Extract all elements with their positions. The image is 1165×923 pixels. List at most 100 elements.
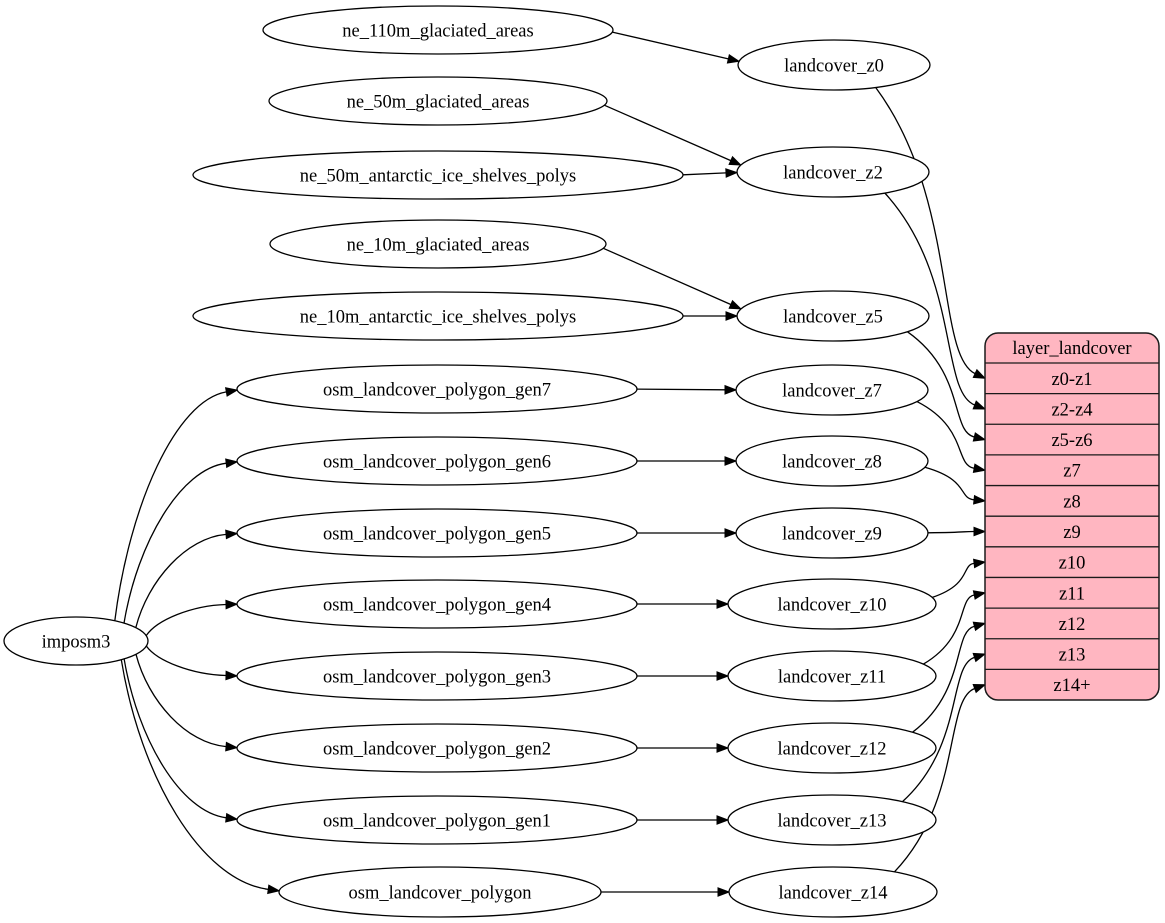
node-ellipse xyxy=(728,866,938,918)
node-ellipse xyxy=(735,507,929,559)
edge-path xyxy=(603,247,732,306)
node-label-landcover_z7: landcover_z7 xyxy=(782,382,882,402)
node-landcover_z13: landcover_z13 xyxy=(727,794,937,846)
node-label-osm_landcover_polygon_gen3: osm_landcover_polygon_gen3 xyxy=(323,668,551,688)
edge-path xyxy=(927,530,975,534)
node-landcover_z10: landcover_z10 xyxy=(727,578,937,630)
node-osm_landcover_polygon_gen1: osm_landcover_polygon_gen1 xyxy=(236,795,638,845)
arrowhead-icon xyxy=(225,599,239,610)
node-label-osm_landcover_polygon_gen4: osm_landcover_polygon_gen4 xyxy=(323,596,551,616)
node-ellipse xyxy=(236,579,638,629)
edge-landcover_z0-to-layer_landcover-z0-z1 xyxy=(875,87,987,379)
node-label-imposm3: imposm3 xyxy=(42,633,111,653)
edge-landcover_z9-to-layer_landcover-z9 xyxy=(927,526,987,537)
arrowhead-icon xyxy=(716,815,730,825)
node-ellipse xyxy=(736,146,930,198)
node-ellipse xyxy=(262,5,614,55)
node-ellipse xyxy=(278,866,602,918)
arrowhead-icon xyxy=(973,558,987,569)
edge-imposm3-to-osm_landcover_polygon xyxy=(120,659,281,895)
node-label-landcover_z14: landcover_z14 xyxy=(779,884,888,904)
node-landcover_z9: landcover_z9 xyxy=(735,507,929,559)
arrowhead-icon xyxy=(973,526,987,537)
arrowhead-icon xyxy=(225,529,239,540)
arrowhead-icon xyxy=(267,884,281,895)
arrowhead-icon xyxy=(724,528,738,538)
edge-imposm3-to-osm_landcover_polygon_gen7 xyxy=(114,387,239,621)
edge-osm_landcover_polygon_gen6-to-landcover_z8 xyxy=(637,456,738,466)
node-ellipse xyxy=(269,219,607,269)
record-row-label-z7: z7 xyxy=(1063,462,1080,482)
node-osm_landcover_polygon: osm_landcover_polygon xyxy=(278,866,602,918)
node-label-landcover_z13: landcover_z13 xyxy=(778,812,887,832)
edge-osm_landcover_polygon_gen7-to-landcover_z7 xyxy=(636,384,738,395)
edge-path xyxy=(916,401,975,469)
edge-landcover_z7-to-layer_landcover-z7 xyxy=(916,401,987,474)
edge-path xyxy=(135,654,227,748)
record-row-label-z8: z8 xyxy=(1063,492,1080,512)
arrowhead-icon xyxy=(973,494,987,505)
edges-layer xyxy=(114,31,987,897)
record-row-z2-z4: z2-z4 xyxy=(1051,400,1092,420)
node-label-ne_110m_glaciated_areas: ne_110m_glaciated_areas xyxy=(342,22,533,42)
node-label-ne_10m_antarctic_ice_shelves_polys: ne_10m_antarctic_ice_shelves_polys xyxy=(300,308,576,328)
edge-landcover_z2-to-layer_landcover-z2-z4 xyxy=(884,192,987,410)
node-ne_50m_antarctic_ice_shelves_polys: ne_50m_antarctic_ice_shelves_polys xyxy=(192,150,684,200)
node-osm_landcover_polygon_gen5: osm_landcover_polygon_gen5 xyxy=(236,508,638,558)
edge-path xyxy=(145,645,227,677)
node-osm_landcover_polygon_gen7: osm_landcover_polygon_gen7 xyxy=(236,364,638,414)
edge-landcover_z10-to-layer_landcover-z10 xyxy=(932,558,987,599)
node-label-osm_landcover_polygon_gen2: osm_landcover_polygon_gen2 xyxy=(323,740,551,760)
edge-path xyxy=(682,172,727,176)
arrowhead-icon xyxy=(224,387,239,397)
arrowhead-icon xyxy=(724,384,738,395)
record-row-z8: z8 xyxy=(1063,492,1080,512)
node-label-ne_50m_antarctic_ice_shelves_polys: ne_50m_antarctic_ice_shelves_polys xyxy=(300,167,576,187)
record-layer_landcover: layer_landcoverz0-z1z2-z4z5-z6z7z8z9z10z… xyxy=(984,332,1160,701)
edge-path xyxy=(604,104,732,162)
node-ellipse xyxy=(735,364,929,416)
arrowhead-icon xyxy=(225,741,239,752)
edge-path xyxy=(135,533,227,628)
arrowhead-icon xyxy=(225,670,239,681)
node-label-osm_landcover_polygon_gen7: osm_landcover_polygon_gen7 xyxy=(323,381,551,401)
node-ellipse xyxy=(268,76,608,126)
record-row-z5-z6: z5-z6 xyxy=(1051,431,1092,451)
node-label-osm_landcover_polygon_gen5: osm_landcover_polygon_gen5 xyxy=(323,525,551,545)
record-row-label-z13: z13 xyxy=(1059,646,1086,666)
record-row-z9: z9 xyxy=(1063,523,1080,543)
arrowhead-icon xyxy=(972,621,987,632)
node-ellipse xyxy=(727,578,937,630)
record-row-label-z12: z12 xyxy=(1059,615,1086,635)
edge-imposm3-to-osm_landcover_polygon_gen2 xyxy=(135,654,239,752)
node-landcover_z12: landcover_z12 xyxy=(727,722,937,774)
record-row-z0-z1: z0-z1 xyxy=(1051,370,1092,390)
arrowhead-icon xyxy=(728,299,743,310)
record-row-label-z14+: z14+ xyxy=(1053,676,1090,696)
arrowhead-icon xyxy=(972,400,987,410)
edge-path xyxy=(907,331,975,438)
node-label-landcover_z5: landcover_z5 xyxy=(783,308,883,328)
record-title: layer_landcover xyxy=(1012,339,1131,359)
edge-path xyxy=(875,87,976,375)
node-landcover_z2: landcover_z2 xyxy=(736,146,930,198)
edge-landcover_z14-to-layer_landcover-z14+ xyxy=(894,683,987,873)
arrowhead-icon xyxy=(724,456,738,466)
edge-path xyxy=(114,391,227,621)
node-ellipse xyxy=(236,795,638,845)
node-landcover_z14: landcover_z14 xyxy=(728,866,938,918)
node-ellipse xyxy=(727,722,937,774)
arrowhead-icon xyxy=(716,743,730,753)
edge-imposm3-to-osm_landcover_polygon_gen4 xyxy=(145,599,239,636)
node-landcover_z7: landcover_z7 xyxy=(735,364,929,416)
edge-path xyxy=(912,625,975,733)
arrowhead-icon xyxy=(972,432,987,442)
node-ne_10m_antarctic_ice_shelves_polys: ne_10m_antarctic_ice_shelves_polys xyxy=(192,291,684,341)
arrowhead-icon xyxy=(225,812,239,823)
node-landcover_z8: landcover_z8 xyxy=(735,435,929,487)
edge-imposm3-to-osm_landcover_polygon_gen1 xyxy=(123,658,239,823)
node-ellipse xyxy=(236,723,638,773)
node-ellipse xyxy=(727,650,937,702)
